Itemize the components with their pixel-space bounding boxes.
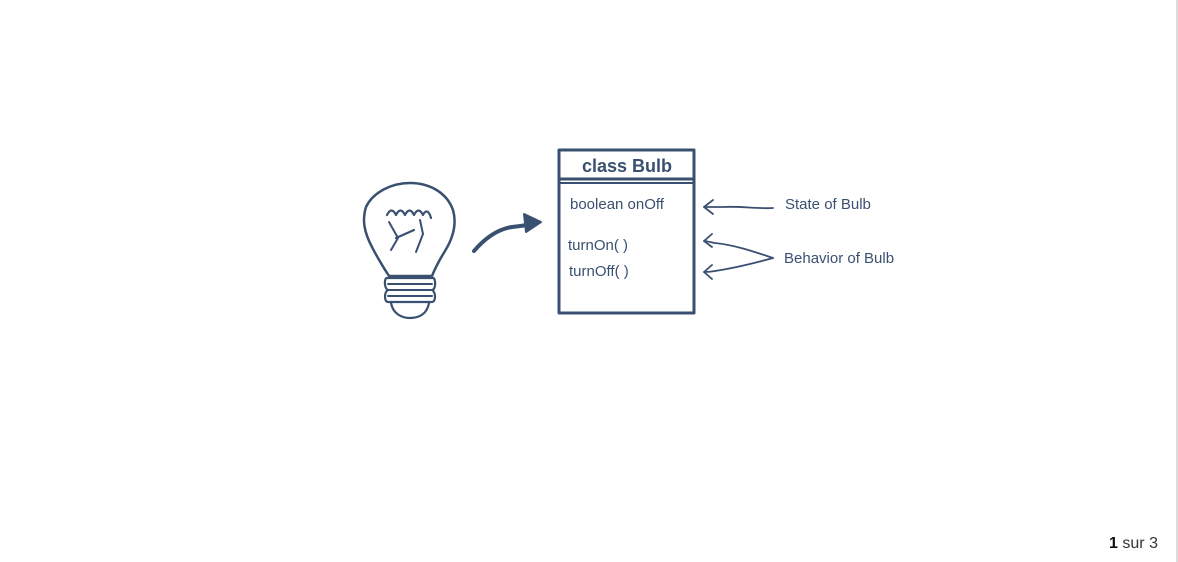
class-method-turn-on: turnOn( ) [568,237,628,254]
lightbulb-icon [362,181,456,320]
slide-frame-edge [1176,0,1178,562]
behavior-arrows-icon [703,233,774,280]
state-annotation: State of Bulb [785,196,871,213]
behavior-annotation: Behavior of Bulb [784,250,894,267]
pager-current: 1 [1109,535,1118,552]
class-title: class Bulb [582,156,672,176]
pager-separator: sur [1122,535,1145,552]
state-arrow-icon [703,199,774,215]
slide-pager: 1 sur 3 [1109,535,1158,553]
class-box: class Bulb boolean onOff turnOn( ) turnO… [557,148,696,315]
class-field: boolean onOff [570,196,665,213]
curved-arrow-icon [472,213,542,253]
class-method-turn-off: turnOff( ) [569,263,629,280]
pager-total: 3 [1149,535,1158,552]
